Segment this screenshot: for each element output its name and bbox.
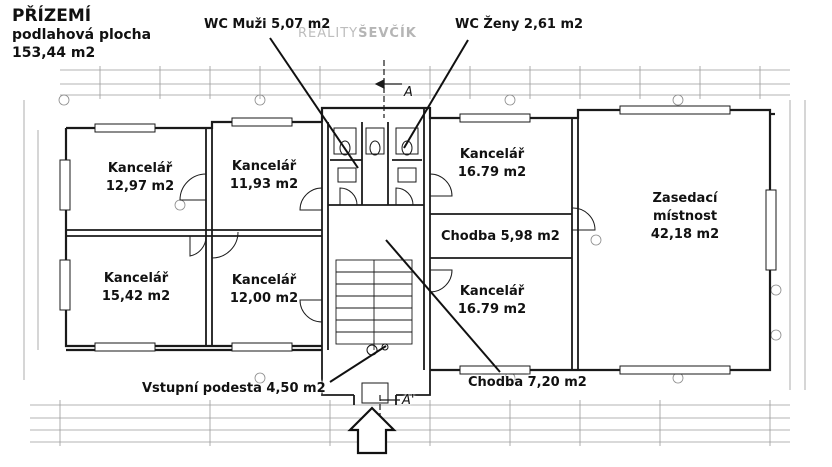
- staircase: [335, 259, 413, 350]
- floor-area-label: podlahová plocha: [12, 27, 152, 43]
- room-kancelar-5: Kancelář 16.79 m2: [452, 146, 532, 182]
- room-area: 12,00 m2: [229, 291, 299, 306]
- room-kancelar-1: Kancelář 12,97 m2: [100, 160, 180, 196]
- door-swings: [179, 173, 596, 323]
- dimension-lines-top: [23, 69, 806, 443]
- section-marker-a: A: [404, 85, 413, 100]
- label-chodba-2: Chodba 7,20 m2: [468, 375, 587, 390]
- watermark-brand: ŠEVČÍK: [358, 26, 417, 41]
- room-name: Kancelář: [459, 284, 525, 299]
- room-name: Kancelář: [231, 159, 297, 174]
- section-marker-a-prime: A': [402, 393, 415, 408]
- watermark-prefix: REALITY: [298, 26, 359, 41]
- dimension-ticks: [59, 66, 771, 446]
- windows: [59, 105, 777, 375]
- label-chodba-1: Chodba 5,98 m2: [441, 229, 560, 244]
- room-area: 12,97 m2: [105, 179, 175, 194]
- interior-walls: [66, 108, 579, 370]
- room-kancelar-6: Kancelář 16.79 m2: [452, 283, 532, 319]
- room-name: Kancelář: [459, 147, 525, 162]
- room-area: 15,42 m2: [101, 289, 171, 304]
- room-name: Kancelář: [107, 161, 173, 176]
- room-zasedaci-mistnost: Zasedací místnost 42,18 m2: [640, 190, 730, 244]
- room-area: 42,18 m2: [650, 227, 720, 242]
- watermark: REALITYŠEVČÍK: [298, 26, 417, 41]
- entrance-arrow-icon: [347, 406, 397, 455]
- label-wc-muzi: WC Muži 5,07 m2: [204, 17, 331, 32]
- room-kancelar-3: Kancelář 15,42 m2: [96, 270, 176, 306]
- room-kancelar-4: Kancelář 12,00 m2: [224, 272, 304, 308]
- floor-title-block: PŘÍZEMÍ podlahová plocha 153,44 m2: [12, 6, 151, 62]
- section-line-a: [374, 60, 402, 420]
- label-vstupni-podesta: Vstupní podesta 4,50 m2: [142, 381, 326, 396]
- floor-title: PŘÍZEMÍ: [12, 6, 92, 26]
- wc-fixtures: [333, 127, 419, 183]
- room-name: Kancelář: [103, 271, 169, 286]
- room-name: Kancelář: [231, 273, 297, 288]
- room-area: 16.79 m2: [457, 165, 527, 180]
- floor-area-value: 153,44 m2: [12, 45, 96, 61]
- leader-lines: [269, 37, 501, 383]
- room-area: 11,93 m2: [229, 177, 299, 192]
- room-kancelar-2: Kancelář 11,93 m2: [224, 158, 304, 194]
- room-name-line2: místnost: [652, 209, 718, 224]
- room-name-line1: Zasedací: [652, 191, 718, 206]
- label-wc-zeny: WC Ženy 2,61 m2: [455, 17, 584, 32]
- small-circle-marks: [366, 343, 389, 356]
- room-area: 16.79 m2: [457, 302, 527, 317]
